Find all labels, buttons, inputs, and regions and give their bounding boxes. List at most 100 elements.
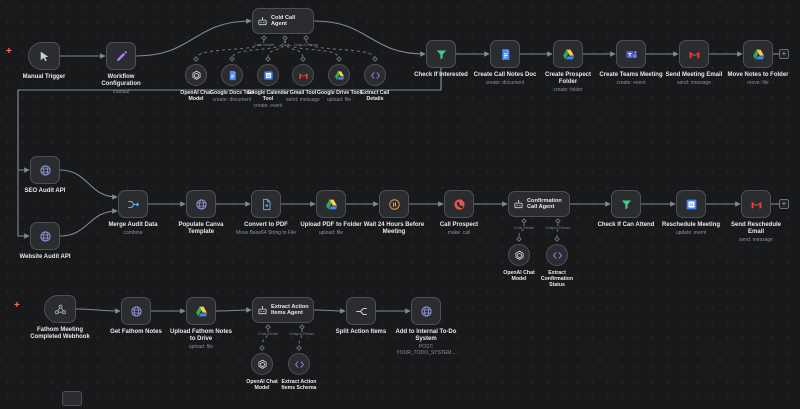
check-if-can-attend-node[interactable]: [611, 190, 641, 218]
cold-call-agent-node[interactable]: Cold Call Agent: [252, 8, 314, 34]
node-sublabel: create: document: [485, 80, 525, 87]
node-label-text: Send Reschedule Email: [730, 222, 781, 236]
google-docs-tool-node[interactable]: [221, 64, 243, 86]
ai-connection: [518, 222, 525, 240]
merge-icon: [127, 198, 140, 211]
port-label: Chat Model: [513, 225, 535, 230]
node-label: Extract Action Items Schema: [276, 379, 322, 391]
node-sublabel: create: event: [253, 103, 283, 110]
extract-confirmation-status-node[interactable]: [546, 244, 568, 266]
manual-trigger-node[interactable]: [28, 42, 60, 70]
openai-icon: [514, 250, 525, 261]
code-icon: [294, 359, 305, 370]
gmail-icon: [298, 70, 309, 81]
node-label-text: OpenAI Chat Model: [180, 90, 212, 103]
google-drive-icon: [752, 48, 765, 61]
port-label: Output Parser: [545, 225, 571, 230]
extract-call-details-node[interactable]: [364, 64, 386, 86]
node-label-text: Reschedule Meeting: [661, 222, 720, 228]
node-label-text: OpenAI Chat Model: [503, 270, 535, 283]
phone-icon: [453, 198, 466, 211]
svg-text:31: 31: [266, 73, 270, 77]
node-label-text: SEO Audit API: [24, 188, 66, 194]
create-call-notes-doc-node[interactable]: [490, 40, 520, 68]
convert-to-pdf-node[interactable]: [251, 190, 281, 218]
openai-chat-model-2-node[interactable]: [508, 244, 530, 266]
google-drive-icon: [562, 48, 575, 61]
node-sublabel: send: message: [677, 80, 711, 87]
connection: [215, 307, 252, 313]
node-label-text: OpenAI Chat Model: [246, 379, 278, 392]
globe-icon: [195, 198, 208, 211]
ai-connection: [231, 39, 286, 60]
seo-audit-api-node[interactable]: [30, 156, 60, 184]
fathom-webhook-node[interactable]: [44, 295, 76, 323]
upload-fathom-notes-node[interactable]: [186, 297, 216, 325]
node-sublabel: send: message: [286, 97, 320, 104]
globe-icon: [130, 305, 143, 318]
node-label: Reschedule Meeting update: event: [658, 222, 724, 236]
website-audit-api-node[interactable]: [30, 222, 60, 250]
node-sublabel: create: event: [616, 80, 646, 87]
openai-chat-model-1-node[interactable]: [185, 64, 207, 86]
node-label: OpenAI Chat Model: [173, 90, 219, 102]
upload-pdf-to-folder-node[interactable]: [316, 190, 346, 218]
node-label-text: Add to Internal To-Do System: [395, 329, 457, 343]
reschedule-meeting-node[interactable]: 31: [676, 190, 706, 218]
add-to-todo-node[interactable]: [411, 297, 441, 325]
openai-chat-model-3-node[interactable]: [251, 353, 273, 375]
connection: [313, 308, 346, 314]
split-action-items-node[interactable]: [346, 297, 376, 325]
agent-title: Confirmation Call Agent: [527, 197, 562, 210]
check-if-interested-node[interactable]: [426, 40, 456, 68]
node-label-text: Manual Trigger: [22, 74, 66, 80]
extract-action-items-agent-node[interactable]: Extract Action Items Agent: [252, 297, 314, 323]
google-calendar-tool-node[interactable]: 31: [257, 64, 279, 86]
node-label: Website Audit API: [12, 254, 78, 261]
node-sublabel: send: message: [739, 237, 773, 244]
workflow-config-node[interactable]: [106, 42, 136, 70]
add-indicator[interactable]: +: [6, 46, 12, 57]
send-reschedule-email-node[interactable]: [741, 190, 771, 218]
add-node-endpoint[interactable]: +: [779, 49, 789, 59]
confirmation-call-agent-node[interactable]: Confirmation Call Agent: [508, 191, 570, 217]
send-meeting-email-node[interactable]: [679, 40, 709, 68]
port-label: Tool: [281, 42, 289, 47]
canvas-widget[interactable]: [62, 391, 82, 406]
wait-24-hours-node[interactable]: [379, 190, 409, 218]
ai-connection: [261, 328, 269, 349]
connection: [135, 18, 252, 57]
move-notes-to-folder-node[interactable]: [743, 40, 773, 68]
populate-canva-template-node[interactable]: [186, 190, 216, 218]
node-label-text: Move Notes to Folder: [727, 72, 789, 78]
create-teams-meeting-node[interactable]: [616, 40, 646, 68]
merge-audit-data-node[interactable]: [118, 190, 148, 218]
node-label-text: Create Call Notes Doc: [473, 72, 537, 78]
google-drive-tool-node[interactable]: [328, 64, 350, 86]
create-prospect-folder-node[interactable]: [553, 40, 583, 68]
node-sublabel: update: event: [675, 230, 707, 237]
svg-text:31: 31: [689, 202, 694, 207]
add-indicator[interactable]: +: [14, 300, 20, 311]
gmail-tool-node[interactable]: [292, 64, 314, 86]
get-fathom-notes-node[interactable]: [121, 297, 151, 325]
gmail-icon: [750, 198, 763, 211]
ai-connection: [267, 39, 286, 60]
call-prospect-node[interactable]: [444, 190, 474, 218]
add-node-endpoint[interactable]: +: [779, 199, 789, 209]
node-label-text: Call Prospect: [439, 222, 479, 228]
node-sublabel: manual: [112, 89, 130, 96]
code-icon: [552, 250, 563, 261]
extract-action-items-schema-node[interactable]: [288, 353, 310, 375]
robot-icon: [257, 16, 268, 27]
node-label: Extract Call Details: [352, 90, 398, 102]
